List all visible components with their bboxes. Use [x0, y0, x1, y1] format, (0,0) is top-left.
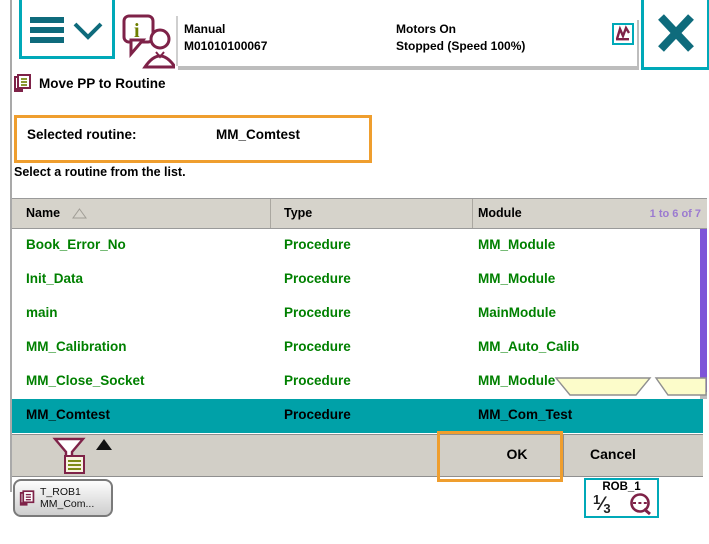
routine-module: MM_Auto_Calib — [478, 339, 580, 354]
row-range-label: 1 to 6 of 7 — [649, 208, 701, 220]
routine-module: MM_Module — [478, 271, 556, 286]
status-panel[interactable]: Manual M01010100067 Motors On Stopped (S… — [176, 16, 637, 66]
window-left-edge — [10, 0, 12, 492]
routine-type: Procedure — [284, 339, 351, 354]
task-name: T_ROB1 — [40, 486, 81, 498]
motors-state: Motors On — [396, 22, 456, 36]
move-pp-icon — [14, 74, 31, 92]
button-divider — [563, 435, 564, 476]
routine-name: main — [26, 305, 58, 320]
column-divider — [270, 199, 271, 228]
close-icon — [657, 13, 694, 52]
routine-name: MM_Comtest — [26, 407, 111, 422]
routine-type: Procedure — [284, 407, 351, 422]
table-row[interactable]: Book_Error_No Procedure MM_Module — [12, 229, 700, 263]
svg-text:i: i — [134, 20, 140, 42]
quickset-button[interactable] — [612, 23, 634, 45]
routine-type: Procedure — [284, 237, 351, 252]
program-pointer-icon — [19, 490, 35, 506]
close-button[interactable] — [641, 0, 709, 70]
vertical-scrollbar[interactable] — [700, 229, 707, 392]
controller-status: Manual M01010100067 — [184, 21, 267, 55]
page-title: Move PP to Routine — [39, 75, 166, 91]
column-header-name[interactable]: Name — [26, 206, 61, 220]
routine-type: Procedure — [284, 271, 351, 286]
task-button-text: T_ROB1 MM_Com... — [40, 486, 94, 510]
cancel-button[interactable]: Cancel — [590, 446, 636, 462]
filter-icon[interactable] — [52, 437, 92, 476]
routine-name: MM_Close_Socket — [26, 373, 145, 388]
robot-program-icon — [615, 25, 631, 41]
column-divider — [472, 199, 473, 228]
table-row[interactable]: MM_Calibration Procedure MM_Auto_Calib — [12, 331, 700, 365]
dialog-titlebar: Move PP to Routine — [13, 71, 166, 95]
taskbar-task-button[interactable]: T_ROB1 MM_Com... — [13, 479, 113, 517]
motor-status: Motors On Stopped (Speed 100%) — [396, 21, 525, 55]
routine-module: MM_Module — [478, 373, 556, 388]
footer-bar: OK Cancel — [12, 434, 703, 477]
ok-button[interactable]: OK — [506, 446, 528, 462]
routine-type: Procedure — [284, 373, 351, 388]
table-header: Name Type Module 1 to 6 of 7 — [12, 198, 707, 229]
routine-name: Book_Error_No — [26, 237, 126, 252]
expand-arrow-icon[interactable] — [96, 439, 112, 450]
operating-mode: Manual — [184, 22, 226, 36]
routine-list: Book_Error_No Procedure MM_Module Init_D… — [12, 229, 707, 433]
execution-state: Stopped (Speed 100%) — [396, 39, 526, 53]
column-header-module[interactable]: Module — [478, 206, 522, 220]
axis-fraction: 1⁄3 — [593, 492, 611, 516]
table-row[interactable]: Init_Data Procedure MM_Module — [12, 263, 700, 297]
table-row-selected[interactable]: MM_Comtest Procedure MM_Com_Test — [12, 399, 703, 433]
routine-module: MM_Module — [478, 237, 556, 252]
system-id: M01010100067 — [184, 39, 268, 53]
instruction-text: Select a routine from the list. — [14, 165, 186, 179]
operator-message-icon: i — [122, 14, 175, 69]
main-menu-button[interactable] — [19, 0, 115, 59]
sort-ascending-icon — [72, 208, 87, 219]
task-routine: MM_Com... — [40, 498, 95, 510]
routine-type: Procedure — [284, 305, 351, 320]
routine-name: Init_Data — [26, 271, 84, 286]
callout-artifact-shapes — [554, 377, 707, 396]
selected-routine-value: MM_Comtest — [216, 127, 301, 142]
routine-module: MainModule — [478, 305, 556, 320]
chevron-down-icon — [73, 22, 103, 40]
selected-routine-label: Selected routine: — [27, 127, 137, 142]
table-row[interactable]: main Procedure MainModule — [12, 297, 700, 331]
mech-unit-name: ROB_1 — [602, 481, 641, 493]
column-header-type[interactable]: Type — [284, 206, 313, 220]
routine-name: MM_Calibration — [26, 339, 127, 354]
hamburger-menu-icon — [30, 17, 64, 43]
routine-module: MM_Com_Test — [478, 407, 573, 422]
mechanical-unit-panel[interactable]: ROB_1 1⁄3 — [584, 478, 659, 518]
mechanical-unit-icon — [630, 493, 651, 516]
